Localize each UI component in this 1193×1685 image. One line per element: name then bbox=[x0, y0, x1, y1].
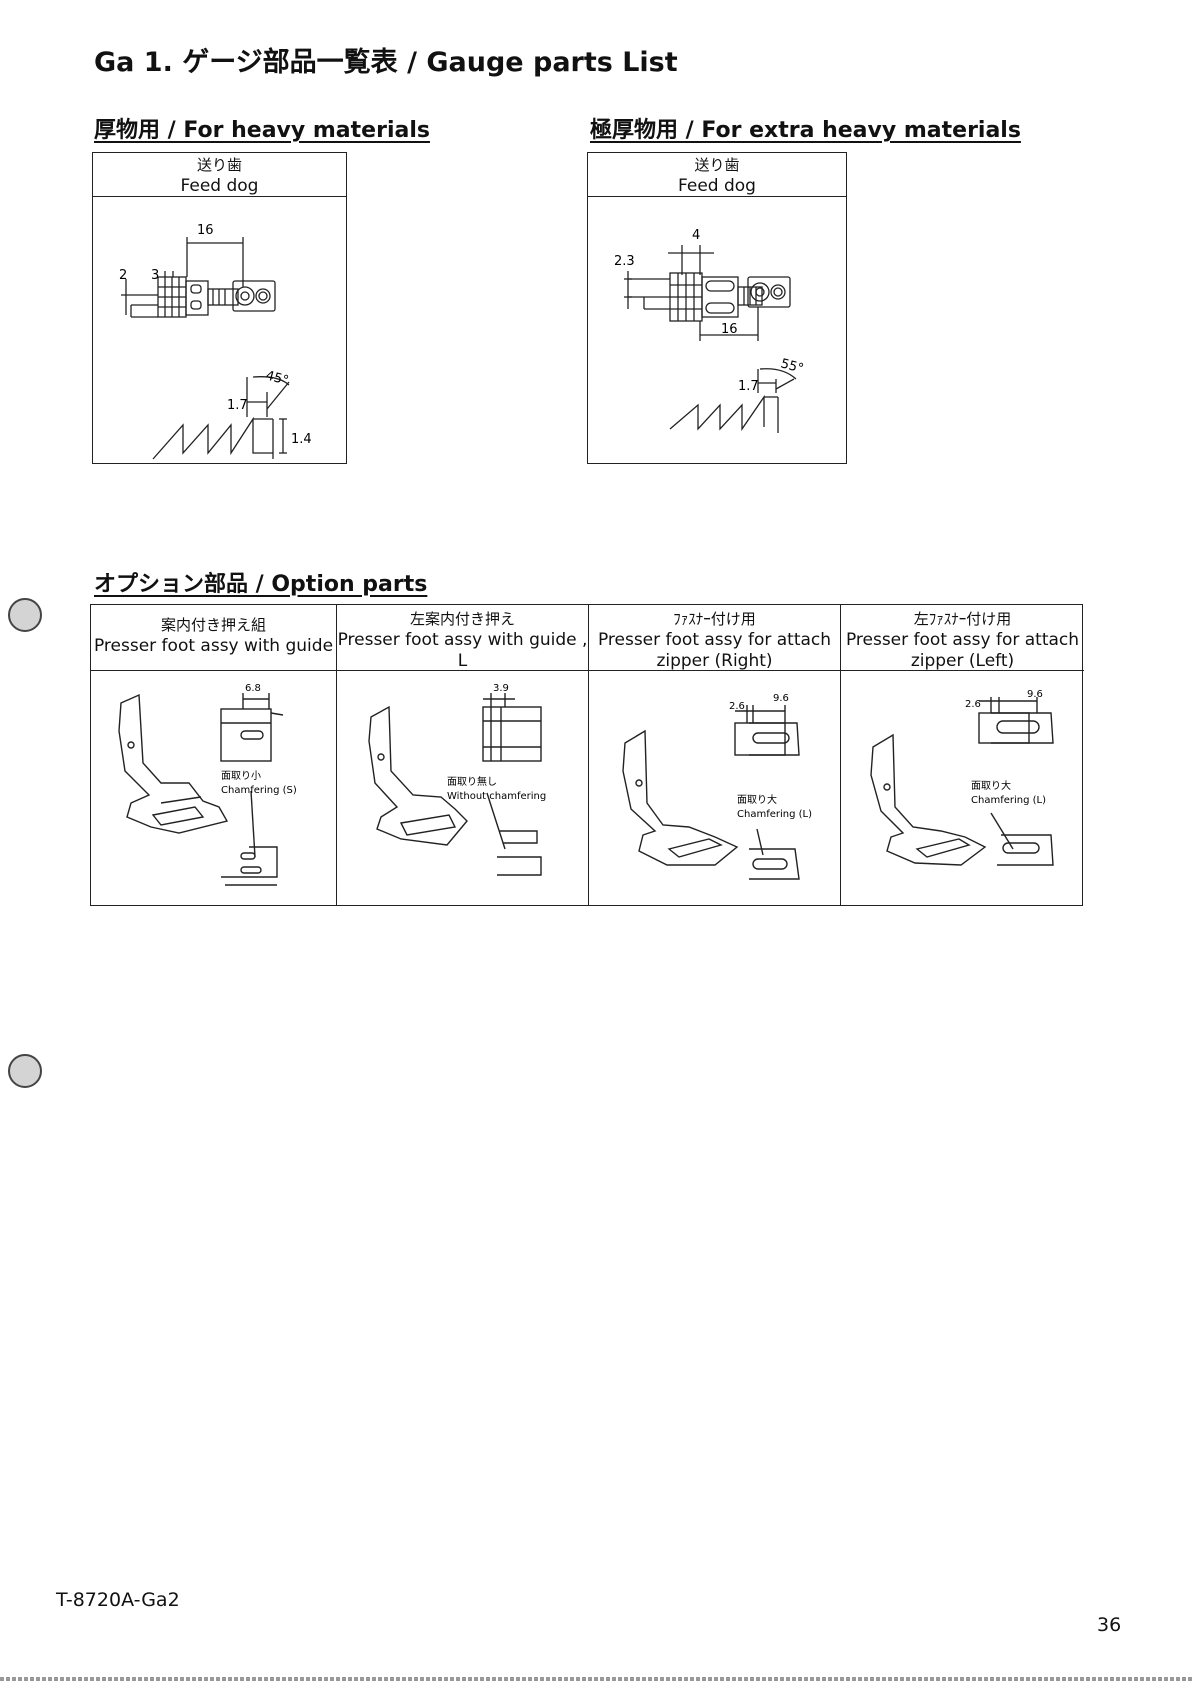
heading-heavy: 厚物用 / For heavy materials bbox=[94, 118, 430, 143]
option-guide-l-en: Presser foot assy with guide , L bbox=[337, 630, 588, 671]
option-zipper-left-dim1: 2.6 bbox=[965, 699, 981, 710]
feed-dog-extra-heavy-header: 送り歯 Feed dog bbox=[588, 153, 846, 197]
presser-foot-zipper-right-drawing: 2.6 9.6 面取り大 Chamfering (L) bbox=[622, 693, 812, 880]
option-guide-dim: 6.8 bbox=[245, 683, 261, 694]
option-parts-table: 案内付き押え組 Presser foot assy with guide bbox=[90, 604, 1084, 906]
option-zipper-right-jp: ﾌｧｽﾅｰ付け用 bbox=[673, 610, 756, 628]
option-zipper-right-note-jp: 面取り大 bbox=[737, 793, 777, 806]
page-number: 36 bbox=[1097, 1614, 1122, 1636]
option-guide-l-note-en: Without chamfering bbox=[447, 791, 546, 802]
binder-hole-bottom bbox=[8, 1054, 42, 1088]
extra-heavy-dim-angle: 55° bbox=[779, 356, 805, 376]
option-cell-zipper-right-header: ﾌｧｽﾅｰ付け用 Presser foot assy for attach zi… bbox=[589, 605, 840, 671]
option-cell-guide-l-header: 左案内付き押え Presser foot assy with guide , L bbox=[337, 605, 588, 671]
heavy-dim-height: 1.4 bbox=[291, 432, 312, 447]
feed-dog-heavy-box: 送り歯 Feed dog bbox=[92, 152, 347, 464]
option-cell-guide-l: 左案内付き押え Presser foot assy with guide , L bbox=[336, 605, 588, 905]
heading-option-parts: オプション部品 / Option parts bbox=[94, 572, 428, 597]
option-guide-l-note-jp: 面取り無し bbox=[447, 775, 497, 788]
extra-heavy-dim-top: 4 bbox=[692, 228, 700, 243]
extra-heavy-dim-left: 2.3 bbox=[614, 254, 635, 269]
presser-foot-zipper-left-drawing: 2.6 9.6 面取り大 Chamfering (L) bbox=[870, 689, 1054, 866]
option-guide-l-dim: 3.9 bbox=[493, 683, 509, 694]
heavy-dim-angle: 45° bbox=[264, 368, 290, 388]
option-guide-jp: 案内付き押え組 bbox=[160, 616, 266, 634]
feed-dog-extra-heavy-en: Feed dog bbox=[678, 176, 756, 196]
option-zipper-left-en: Presser foot assy for attach zipper (Lef… bbox=[845, 630, 1080, 671]
feed-dog-heavy-header: 送り歯 Feed dog bbox=[93, 153, 346, 197]
option-zipper-left-note-jp: 面取り大 bbox=[971, 779, 1011, 792]
option-guide-en: Presser foot assy with guide bbox=[93, 636, 334, 656]
option-cell-guide-header: 案内付き押え組 Presser foot assy with guide bbox=[91, 605, 336, 671]
heading-extra-heavy: 極厚物用 / For extra heavy materials bbox=[590, 118, 1021, 143]
binder-hole-top bbox=[8, 598, 42, 632]
option-cell-zipper-left: 左ﾌｧｽﾅｰ付け用 Presser foot assy for attach z… bbox=[840, 605, 1084, 905]
heavy-dim-left1: 2 bbox=[119, 268, 127, 283]
page-title: Ga 1. ゲージ部品一覧表 / Gauge parts List bbox=[94, 47, 678, 78]
presser-foot-guide-drawing: 6.8 面取り小 Chamfering (S) bbox=[118, 683, 297, 886]
feed-dog-heavy-en: Feed dog bbox=[180, 176, 259, 196]
option-guide-note-jp: 面取り小 bbox=[221, 770, 261, 782]
feed-dog-extra-heavy-box: 送り歯 Feed dog bbox=[587, 152, 847, 464]
extra-heavy-dim-tooth: 1.7 bbox=[738, 379, 759, 394]
option-zipper-left-jp: 左ﾌｧｽﾅｰ付け用 bbox=[913, 610, 1012, 628]
option-cell-zipper-left-header: 左ﾌｧｽﾅｰ付け用 Presser foot assy for attach z… bbox=[841, 605, 1084, 671]
option-cell-zipper-right: ﾌｧｽﾅｰ付け用 Presser foot assy for attach zi… bbox=[588, 605, 840, 905]
option-zipper-left-dim2: 9.6 bbox=[1027, 689, 1043, 700]
feed-dog-heavy-jp: 送り歯 bbox=[196, 156, 242, 174]
document-code: T-8720A-Ga2 bbox=[56, 1589, 180, 1611]
heavy-dim-tooth: 1.7 bbox=[227, 398, 248, 413]
extra-heavy-dim-bottom: 16 bbox=[721, 322, 738, 337]
option-zipper-right-dim1: 2.6 bbox=[729, 701, 745, 712]
feed-dog-heavy-drawing: 16 2 3 1.7 1.4 45° bbox=[119, 223, 312, 460]
bottom-rule bbox=[0, 1677, 1193, 1681]
feed-dog-extra-heavy-jp: 送り歯 bbox=[694, 156, 740, 174]
option-cell-guide: 案内付き押え組 Presser foot assy with guide bbox=[91, 605, 336, 905]
option-zipper-left-note-en: Chamfering (L) bbox=[971, 795, 1046, 806]
option-zipper-right-dim2: 9.6 bbox=[773, 693, 789, 704]
option-zipper-right-en: Presser foot assy for attach zipper (Rig… bbox=[597, 630, 832, 671]
option-guide-note-en: Chamfering (S) bbox=[221, 785, 297, 796]
heavy-dim-left2: 3 bbox=[151, 268, 159, 283]
feed-dog-extra-heavy-drawing: 4 2.3 16 1.7 55° bbox=[614, 228, 805, 433]
option-guide-l-jp: 左案内付き押え bbox=[409, 610, 515, 628]
heavy-dim-top: 16 bbox=[197, 223, 214, 238]
presser-foot-guide-l-drawing: 3.9 面取り無し Without chamfering bbox=[368, 683, 546, 876]
option-zipper-right-note-en: Chamfering (L) bbox=[737, 809, 812, 820]
